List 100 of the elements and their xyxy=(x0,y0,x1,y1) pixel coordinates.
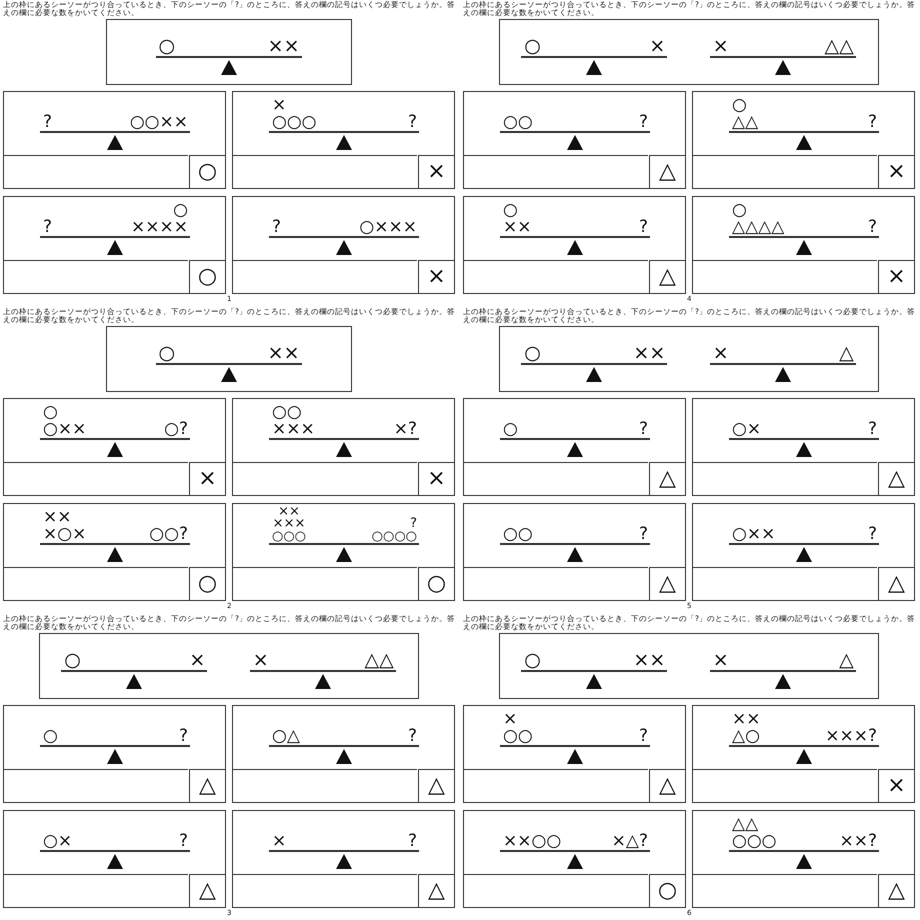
pan-symbols: ○ ×××× xyxy=(131,202,188,236)
question-card xyxy=(232,810,455,908)
pan-symbols: ? xyxy=(178,728,188,745)
pan-symbols: × xyxy=(712,37,729,56)
question-card xyxy=(3,398,226,496)
answer-symbol-cell: △ xyxy=(878,874,914,907)
pan-symbols: ? xyxy=(272,219,282,236)
pan-symbols: ×× △○ xyxy=(732,711,760,745)
pan-symbols: △ xyxy=(839,651,854,670)
pan-symbols: ×× ×○× xyxy=(43,509,86,543)
question-card xyxy=(692,91,915,189)
pan-symbols: ? xyxy=(408,833,417,850)
answer-symbol-cell: ○ xyxy=(189,567,225,600)
question-card xyxy=(463,705,686,803)
pan-symbols: ○ xyxy=(64,651,81,670)
pan-symbols: ×××? xyxy=(825,728,877,745)
pan-symbols: ×× xyxy=(633,344,666,363)
pan-symbols: ? xyxy=(638,728,648,745)
question-card xyxy=(232,705,455,803)
answer-symbol-cell: × xyxy=(418,260,454,293)
pan-symbols: × xyxy=(649,37,666,56)
question-card xyxy=(3,810,226,908)
pan-symbols: ○○×× xyxy=(130,114,188,131)
answer-symbol-cell: ○ xyxy=(649,874,685,907)
answer-symbol-cell: △ xyxy=(878,567,914,600)
example-card xyxy=(39,633,419,699)
pan-symbols: ×× xyxy=(268,37,300,56)
pan-symbols: ○ ○×× xyxy=(43,404,86,438)
answer-symbol-cell: ○ xyxy=(418,567,454,600)
pan-symbols: ? xyxy=(638,526,648,543)
pan-symbols: ○ xyxy=(158,37,176,56)
answer-symbol-cell: △ xyxy=(878,462,914,495)
question-card xyxy=(692,810,915,908)
pan-symbols: × xyxy=(712,651,729,670)
pan-symbols: ? xyxy=(638,421,648,438)
answer-symbol-cell: △ xyxy=(189,769,225,802)
question-card xyxy=(232,91,455,189)
pan-symbols: △△ xyxy=(824,37,854,56)
answer-symbol-cell: △ xyxy=(649,769,685,802)
answer-symbol-cell: △ xyxy=(189,874,225,907)
question-card xyxy=(463,503,686,601)
answer-symbol-cell: × xyxy=(878,260,914,293)
pan-symbols: ○○ ××× xyxy=(272,404,315,438)
pan-symbols: ○ xyxy=(503,421,518,438)
answer-symbol-cell: △ xyxy=(649,462,685,495)
answer-symbol-cell: × xyxy=(878,769,914,802)
pan-symbols: ○ △△△△ xyxy=(732,202,784,236)
answer-symbol-cell: × xyxy=(418,462,454,495)
pan-symbols: ○×× xyxy=(732,526,776,543)
pan-symbols: ? xyxy=(408,114,417,131)
pan-symbols: ○? xyxy=(164,421,188,438)
pan-symbols: ×? xyxy=(394,421,417,438)
question-card xyxy=(692,196,915,294)
answer-symbol-cell: × xyxy=(189,462,225,495)
pan-symbols: ○ △△ xyxy=(732,97,758,131)
pan-symbols: ×△? xyxy=(612,833,648,850)
question-card xyxy=(3,91,226,189)
pan-symbols: ○× xyxy=(732,421,762,438)
pan-symbols: ? xyxy=(408,728,417,745)
answer-symbol-cell: ○ xyxy=(189,155,225,188)
example-card xyxy=(499,326,879,392)
answer-symbol-cell: △ xyxy=(418,769,454,802)
pan-symbols: ○ xyxy=(524,37,541,56)
pan-symbols: ? xyxy=(638,114,648,131)
pan-symbols: ○ xyxy=(524,651,541,670)
pan-symbols: ××○○ xyxy=(503,833,562,850)
pan-symbols: × xyxy=(272,833,286,850)
pan-symbols: ? xyxy=(868,421,877,438)
pan-symbols: △△ xyxy=(364,651,394,670)
pan-symbols: ? xyxy=(43,114,52,131)
pan-symbols: ○ ×× xyxy=(503,202,532,236)
question-card xyxy=(463,196,686,294)
pan-symbols: ○ xyxy=(43,728,58,745)
example-card xyxy=(106,326,352,392)
pan-symbols: ? xyxy=(868,114,877,131)
example-card xyxy=(499,633,879,699)
question-card xyxy=(232,196,455,294)
pan-symbols: △△ ○○○ xyxy=(732,816,776,850)
question-card xyxy=(463,810,686,908)
answer-symbol-cell: △ xyxy=(649,567,685,600)
question-card xyxy=(3,705,226,803)
pan-symbols: ○○ xyxy=(503,114,533,131)
pan-symbols: × xyxy=(712,344,729,363)
pan-symbols: × ○○○ xyxy=(272,97,316,131)
question-card xyxy=(463,398,686,496)
question-card xyxy=(692,705,915,803)
example-card xyxy=(106,19,352,85)
answer-symbol-cell: ○ xyxy=(189,260,225,293)
answer-symbol-cell: × xyxy=(878,155,914,188)
pan-symbols: ○○? xyxy=(149,526,188,543)
pan-symbols: ○ xyxy=(524,344,541,363)
pan-symbols: ×× xyxy=(633,651,666,670)
pan-symbols: ? xyxy=(43,219,52,236)
question-card xyxy=(232,398,455,496)
pan-symbols: ×× xyxy=(268,344,300,363)
question-card xyxy=(3,196,226,294)
question-card xyxy=(232,503,455,601)
answer-symbol-cell: × xyxy=(418,155,454,188)
pan-symbols: × xyxy=(189,651,206,670)
example-card xyxy=(499,19,879,85)
